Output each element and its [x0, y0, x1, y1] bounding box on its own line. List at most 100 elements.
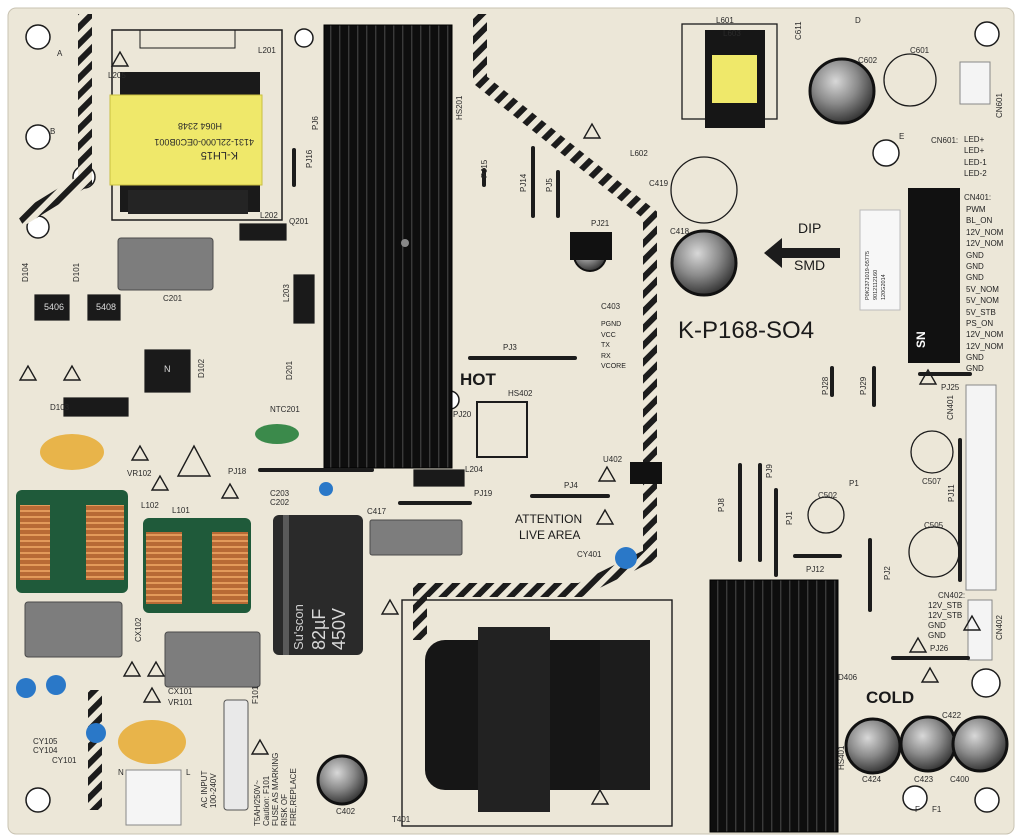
ref-L602: L602	[630, 149, 648, 158]
output-capacitors	[316, 57, 1009, 806]
ref-PJ28: PJ28	[821, 376, 830, 395]
ac-input-l: L	[186, 768, 191, 777]
ref-E: E	[899, 132, 905, 141]
cn601-pin: LED+	[964, 135, 985, 144]
cn401-pin: GND	[966, 364, 984, 374]
ref-PJ16: PJ16	[305, 149, 314, 168]
ref-CY401: CY401	[577, 550, 602, 559]
ref-VR102: VR102	[127, 469, 152, 478]
ref-C423: C423	[914, 775, 934, 784]
cn401-pin: 12V_NOM	[966, 341, 1004, 351]
ref-HS401: HS401	[837, 745, 846, 770]
cn401-pin: GND	[966, 250, 984, 260]
ref-CY101: CY101	[52, 756, 77, 765]
cn601-pin: LED+	[964, 146, 985, 156]
transistor-c403	[570, 232, 612, 260]
cn601-pin: LED-2	[964, 169, 987, 179]
jumper-wires	[258, 146, 972, 660]
ref-CN402: CN402	[995, 615, 1004, 640]
pgnd-label-list: PGND VCC TX RX VCORE	[601, 320, 626, 373]
ref-PJ19: PJ19	[474, 489, 493, 498]
ref-C418: C418	[670, 227, 690, 236]
ic-u402	[630, 462, 662, 484]
transformer-text1: K-LH15	[200, 149, 238, 161]
cn401-pin: 5V_NOM	[966, 296, 999, 306]
hv-boundary-hatch	[16, 14, 657, 810]
ref-D201: D201	[285, 360, 294, 380]
ref-P1: P1	[849, 479, 859, 488]
common-mode-choke-l101	[143, 518, 251, 613]
ref-PJ2: PJ2	[883, 566, 892, 580]
cn402-pin: 12V_STB	[928, 601, 963, 610]
cn601-pin-list: LED+ LED+ LED-1 LED-2	[964, 134, 987, 180]
ref-F101: F101	[251, 685, 260, 704]
common-mode-choke-l102	[16, 490, 128, 593]
cn401-pin: GND	[966, 273, 984, 283]
sticker-line2: 9012112160	[873, 269, 879, 300]
ref-PJ8: PJ8	[717, 498, 726, 512]
ref-L203: L203	[282, 284, 291, 302]
cn401-pin-list: PWM BL_ON 12V_NOM 12V_NOM GND GND GND 5V…	[966, 204, 1003, 375]
sn-label: SN	[914, 331, 928, 348]
cn402-pin: 12V_STB	[928, 611, 963, 620]
ref-PJ4: PJ4	[564, 481, 578, 490]
d104-marking: 5406	[44, 302, 65, 312]
ref-L201: L201	[258, 46, 276, 55]
heatsink-hs401	[709, 579, 839, 833]
ref-L601: L601	[716, 16, 734, 25]
ref-C419: C419	[649, 179, 669, 188]
transformer-text3: H064 2348	[177, 121, 222, 131]
ref-C507: C507	[922, 477, 942, 486]
ref-HS402: HS402	[508, 389, 533, 398]
ref-C602: C602	[858, 56, 878, 65]
ref-L205: L205	[108, 71, 126, 80]
cn401-pin: 5V_NOM	[966, 284, 999, 294]
cn401-pin: 12V_NOM	[966, 330, 1004, 340]
ref-D: D	[855, 16, 861, 25]
varistor-vr101	[118, 720, 186, 764]
ref-PJ11: PJ11	[947, 484, 956, 502]
bulk-capacitor	[273, 515, 363, 655]
cn401-pin: PWM	[966, 205, 986, 214]
ref-CX102: CX102	[134, 617, 143, 642]
pgnd-label: VCORE	[601, 363, 626, 370]
ref-C424: C424	[862, 775, 882, 784]
ref-L204: L204	[465, 465, 483, 474]
ref-PJ3: PJ3	[503, 343, 517, 352]
cn402-pin-list: 12V_STB 12V_STB GND GND	[928, 601, 962, 641]
ref-C505: C505	[924, 521, 944, 530]
cn601-pin: LED-1	[964, 157, 987, 167]
pgnd-label: RX	[601, 352, 611, 360]
ref-C203: C203	[270, 489, 290, 498]
caution-line2: Caution: F101	[262, 775, 271, 826]
pgnd-label: PGND	[601, 321, 622, 328]
connector-cn401	[965, 384, 997, 591]
bulk-cap-value: 82µF	[309, 608, 329, 650]
cn401-pin: 12V_NOM	[966, 239, 1004, 249]
cn401-pin: GND	[966, 261, 984, 271]
gray-capacitors	[24, 237, 463, 688]
ref-CN401: CN401	[946, 395, 955, 420]
aux-transformer	[109, 29, 283, 221]
board-model: K-P168-SO4	[678, 317, 815, 344]
cn401-pin: BL_ON	[966, 216, 993, 226]
fuse-f101	[223, 699, 249, 811]
ref-C400: C400	[950, 775, 970, 784]
ref-CY104: CY104	[33, 746, 58, 755]
ref-VR101: VR101	[168, 698, 193, 707]
ref-CY105: CY105	[33, 737, 58, 746]
ref-A: A	[57, 49, 63, 58]
ref-D101: D101	[72, 262, 81, 282]
caution-line5: FIRE,REPLACE	[289, 768, 298, 826]
varistor-vr102	[40, 434, 104, 470]
ac-input-n: N	[118, 768, 124, 777]
smd-label: SMD	[794, 257, 826, 273]
pgnd-label: VCC	[601, 331, 616, 339]
ref-L101: L101	[172, 506, 190, 515]
ref-PJ6: PJ6	[311, 116, 320, 130]
bulk-cap-brand: Su'scon	[291, 604, 306, 650]
bulk-cap-voltage: 450V	[329, 607, 349, 650]
ref-PJ12: PJ12	[806, 565, 825, 574]
ref-C403: C403	[601, 302, 621, 311]
